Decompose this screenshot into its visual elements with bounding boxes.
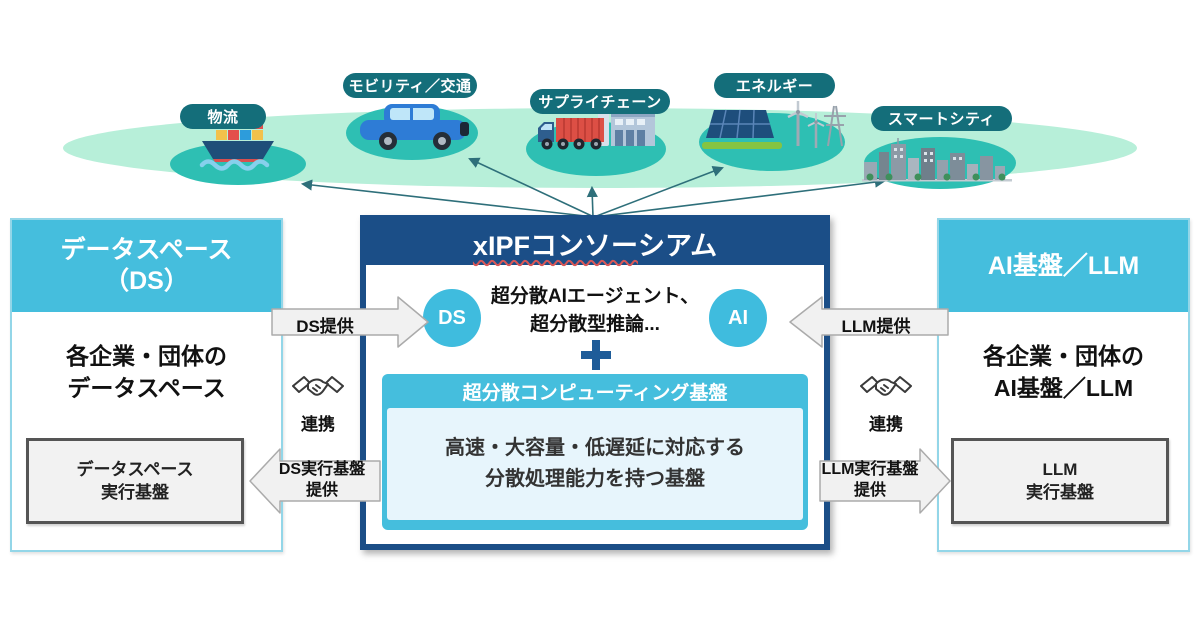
collaboration-label-left: 連携: [301, 415, 335, 434]
pill-energy: エネルギー: [714, 73, 835, 98]
dataspace-header-line1: データスペース: [60, 236, 233, 264]
computing-platform-header: 超分散コンピューティング基盤: [462, 382, 728, 404]
dataspace-exec-line2: 実行基盤: [101, 483, 169, 502]
pill-smartcity: スマートシティ: [871, 106, 1012, 131]
plus-icon: [581, 340, 611, 370]
ds-exec-provide-label: DS実行基盤 提供: [268, 459, 376, 501]
dataspace-header: データスペース （DS）: [12, 220, 281, 312]
ds-exec-provide-line1: DS実行基盤: [278, 461, 366, 478]
renewable-energy-icon: [702, 101, 846, 149]
computing-platform-panel: 超分散コンピューティング基盤 高速・大容量・低遅延に対応する 分散処理能力を持つ…: [382, 374, 808, 530]
computing-line2: 分散処理能力を持つ基盤: [485, 468, 705, 490]
dataspace-body-text: 各企業・団体の データスペース: [12, 340, 281, 404]
agents-text: 超分散AIエージェント、 超分散型推論...: [485, 283, 705, 339]
llm-exec-line1: LLM: [1042, 460, 1078, 479]
ds-provide-label: DS提供: [296, 317, 354, 336]
consortium-title-tail: シアム: [637, 230, 718, 261]
consortium-title: xIPFコンソーシアム: [366, 221, 824, 265]
llm-exec-platform-box: LLM 実行基盤: [951, 438, 1169, 524]
pill-supplychain: サプライチェーン: [530, 89, 670, 114]
truck-warehouse-icon: [538, 106, 655, 150]
dataspace-exec-line1: データスペース: [76, 460, 194, 479]
fan-arrows: [300, 157, 887, 218]
llm-exec-line2: 実行基盤: [1026, 483, 1094, 502]
llm-exec-provide-label: LLM実行基盤 提供: [814, 459, 926, 501]
computing-line1: 高速・大容量・低遅延に対応する: [445, 437, 745, 459]
agents-line2: 超分散型推論...: [530, 314, 660, 335]
dataspace-exec-platform-box: データスペース 実行基盤: [26, 438, 244, 524]
ai-llm-body-text: 各企業・団体の AI基盤／LLM: [939, 340, 1188, 404]
dataspace-box: データスペース （DS） 各企業・団体の データスペース データスペース 実行基…: [10, 218, 283, 552]
ai-llm-box: AI基盤／LLM 各企業・団体の AI基盤／LLM LLM 実行基盤: [937, 218, 1190, 552]
computing-platform-body: 高速・大容量・低遅延に対応する 分散処理能力を持つ基盤: [387, 408, 803, 520]
ai-badge: AI: [709, 289, 767, 347]
ai-llm-body-line1: 各企業・団体の: [983, 343, 1144, 369]
ai-llm-body-line2: AI基盤／LLM: [993, 375, 1134, 401]
consortium-box: xIPFコンソーシアム DS AI 超分散AIエージェント、 超分散型推論...…: [360, 215, 830, 550]
ai-llm-header: AI基盤／LLM: [939, 220, 1188, 312]
llm-exec-provide-line1: LLM実行基盤: [821, 461, 919, 478]
pill-mobility: モビリティ／交通: [343, 73, 477, 98]
handshake-icon: [292, 376, 344, 396]
city-skyline-icon: [862, 138, 1012, 182]
pill-logistics: 物流: [180, 104, 266, 129]
agents-line1: 超分散AIエージェント、: [490, 286, 700, 307]
llm-provide-label: LLM提供: [841, 317, 911, 336]
dataspace-body-line2: データスペース: [67, 375, 226, 401]
dataspace-header-line2: （DS）: [104, 267, 189, 295]
car-icon: [360, 104, 469, 150]
handshake-icon: [860, 376, 912, 396]
llm-exec-provide-line2: 提供: [853, 482, 886, 499]
ai-llm-header-text: AI基盤／LLM: [987, 251, 1140, 280]
collaboration-label-right: 連携: [869, 415, 903, 434]
consortium-title-main: xIPFコンソー: [472, 230, 638, 261]
ds-exec-provide-line2: 提供: [305, 482, 338, 499]
dataspace-body-line1: 各企業・団体の: [66, 343, 227, 369]
ds-badge: DS: [423, 289, 481, 347]
